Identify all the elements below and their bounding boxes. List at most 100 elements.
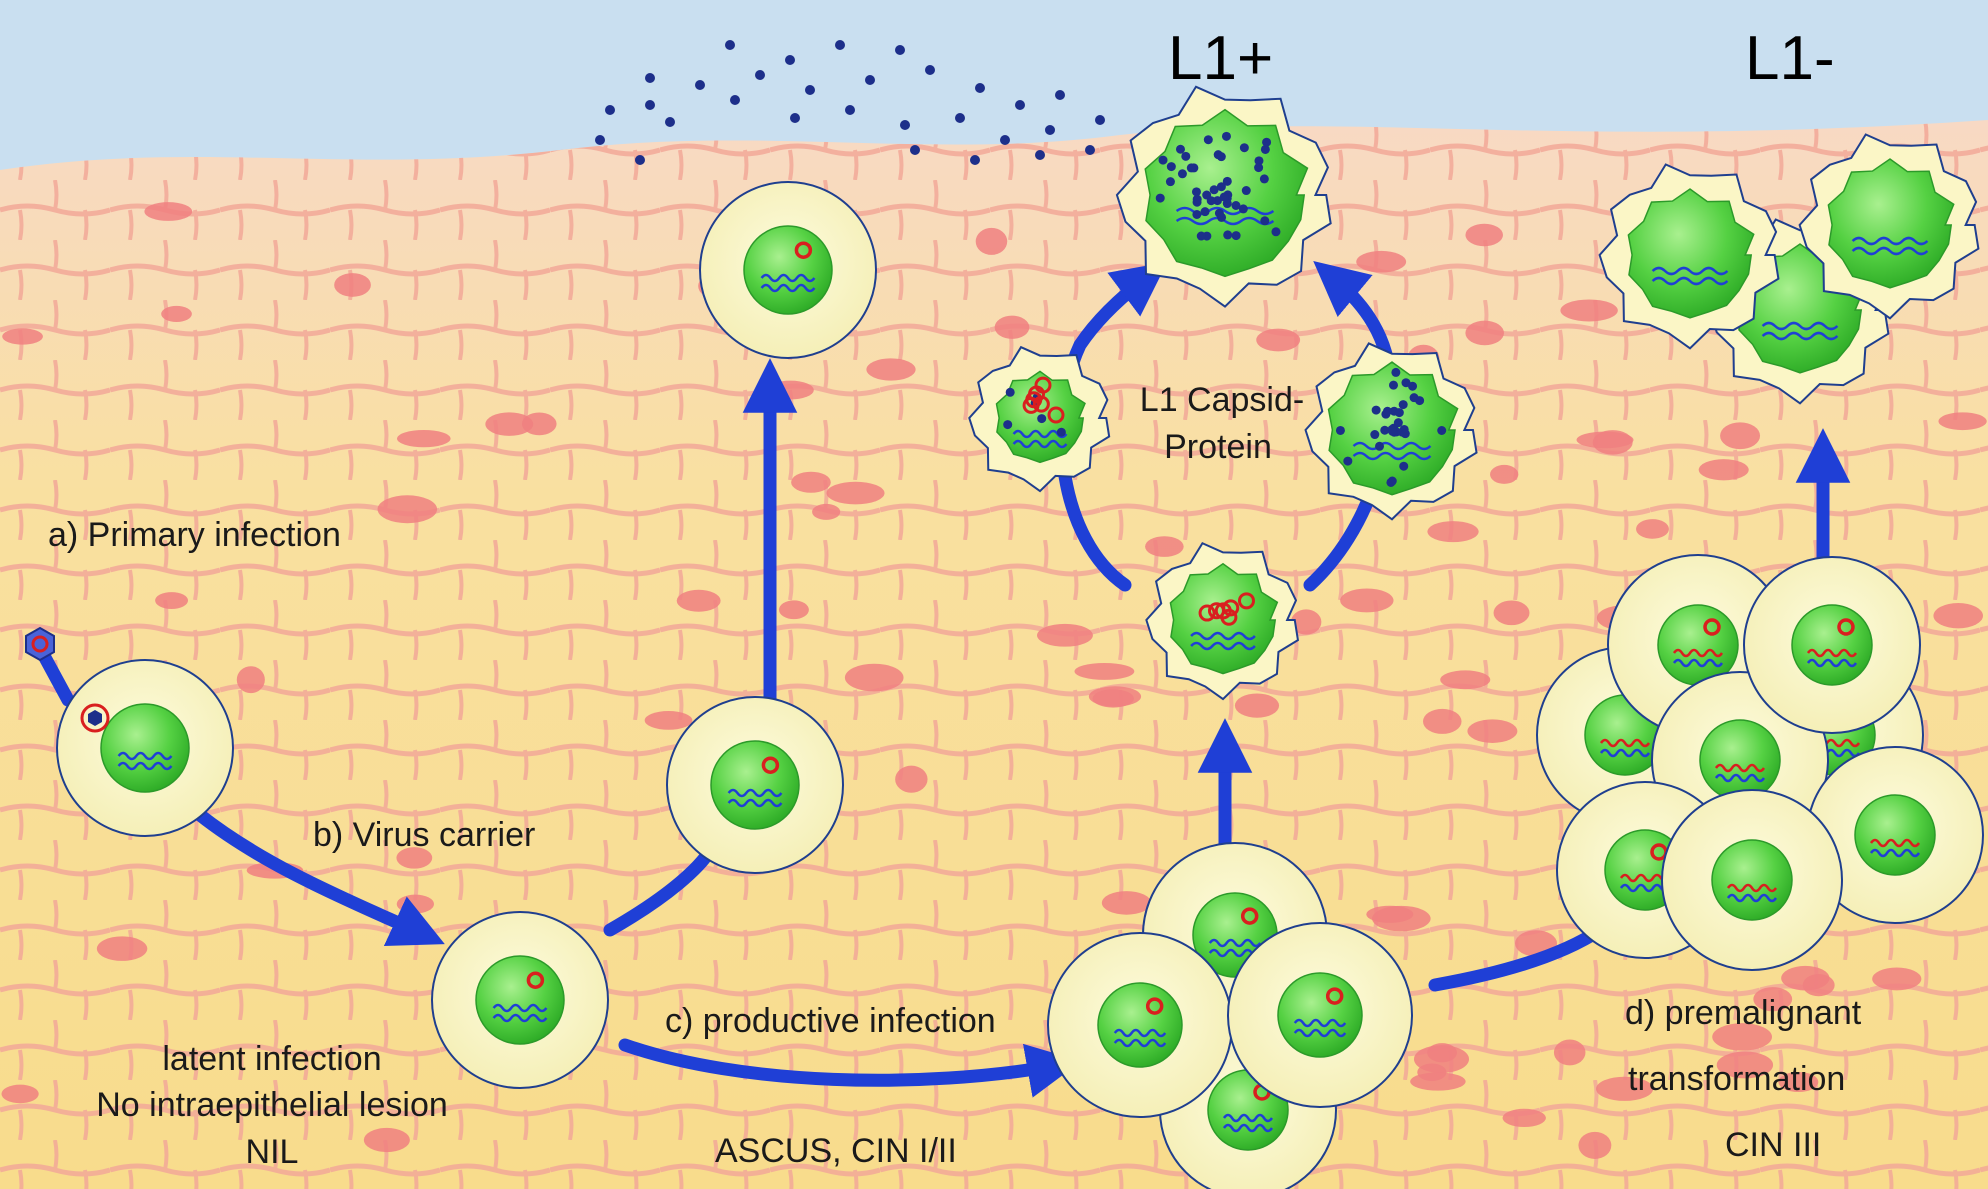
dna-strand-icon [1352,441,1432,451]
dna-strand-icon [1293,1018,1347,1028]
virion-dot [1000,135,1010,145]
episome-icon [1837,618,1855,636]
virion-dot [1399,461,1409,471]
nucleus-icon [1627,188,1755,319]
tissue-nucleus [144,202,193,221]
virion-dot [1231,231,1241,241]
virion-dot [695,80,705,90]
tissue-nucleus [778,600,809,620]
dna-strand-icon [1208,938,1262,948]
virion-dot [730,95,740,105]
virion-dot [665,117,675,127]
virion-dot [725,40,735,50]
episome-icon [1198,604,1216,622]
tissue-nucleus [1101,891,1152,915]
tissue-nucleus [1440,670,1491,690]
virion-dot [1056,427,1066,437]
episome-icon [1240,907,1259,925]
tissue-nucleus [1781,965,1830,991]
virion-dot [895,45,905,55]
dna-strand-icon [1651,266,1729,276]
tissue-nucleus [1,1084,39,1104]
virion-dot [645,73,655,83]
virion-dot [1335,425,1345,435]
nucleus-icon [710,740,800,830]
tissue-nucleus [676,589,721,612]
cell-icon [56,659,234,837]
dna-strand-icon [1222,1123,1274,1133]
label-primary-infection: a) Primary infection [48,516,341,554]
label-cin3: CIN III [1725,1126,1822,1164]
tissue-nucleus [1933,603,1983,629]
virion-dot [1192,209,1202,219]
tissue-nucleus [826,481,885,505]
cell-icon [431,911,609,1089]
tissue-nucleus [1636,519,1669,539]
tissue-nucleus [1712,1023,1772,1051]
dna-strand-icon [1851,246,1929,256]
virion-dot [1177,169,1187,179]
dna-strand-icon [1726,883,1778,893]
tissue-nucleus [1037,623,1093,647]
virion-dot [1391,367,1401,377]
cells [25,85,1984,1189]
virion-dot [1206,196,1216,206]
dna-strand-icon [1113,1028,1167,1038]
dna-strand-icon [1599,738,1651,748]
dna-strand-icon [727,788,783,798]
tissue-nucleus [1938,412,1987,431]
tissue-nucleus [377,495,438,524]
dna-strand-icon [1672,648,1724,658]
virion-dot [1158,155,1168,165]
episome-icon [1047,406,1065,424]
label-latent-1: latent infection [162,1040,382,1078]
lysing-cell-icon [1115,85,1332,308]
tissue-nucleus [844,663,904,692]
tissue-nucleus [644,710,693,730]
virion-dot [1371,405,1381,415]
episome-icon [526,971,545,989]
label-productive-infection: c) productive infection [665,1002,996,1040]
dna-strand-icon [1806,658,1858,668]
episome-icon [794,241,813,259]
label-ascus: ASCUS, CIN I/II [715,1132,957,1170]
dna-strand-icon [1651,276,1729,286]
nucleus-icon [1097,982,1183,1068]
virion-dot [1003,420,1013,430]
tissue-nucleus [1423,708,1462,734]
nucleus-icon [1711,839,1793,921]
label-l1-plus: L1+ [1168,24,1274,93]
virion-dot [1370,430,1380,440]
virion-dot [1212,196,1222,206]
dna-strand-icon [760,283,816,293]
virion-dot [635,155,645,165]
virion-dot [845,105,855,115]
virion-dot [975,83,985,93]
virion-dot [1375,441,1385,451]
virion-dot [595,135,605,145]
virion-dot [1238,204,1248,214]
dna-strand-icon [1869,838,1921,848]
virion-dot [1389,380,1399,390]
tissue-nucleus [866,358,916,381]
episome-icon [31,635,49,653]
episome-icon [1022,396,1040,414]
virion-dot [1398,400,1408,410]
tissue-nucleus [396,847,433,869]
virion-dot [1181,151,1191,161]
lysing-cell-icon [1304,342,1478,521]
virion-dot [1387,426,1397,436]
tissue-nucleus [1578,1131,1612,1159]
virion-dot [1221,131,1231,141]
virion-dot [1166,162,1176,172]
virion-dot [1437,425,1447,435]
nucleus-icon [1699,719,1781,801]
tissue-nucleus [1465,223,1503,247]
dna-strand-icon [1190,631,1256,641]
virion-dot [1262,137,1272,147]
tissue-nucleus [236,666,265,694]
tissue-nucleus [1560,299,1618,322]
lysing-cell-icon [968,345,1111,493]
virion-dot [1409,393,1419,403]
